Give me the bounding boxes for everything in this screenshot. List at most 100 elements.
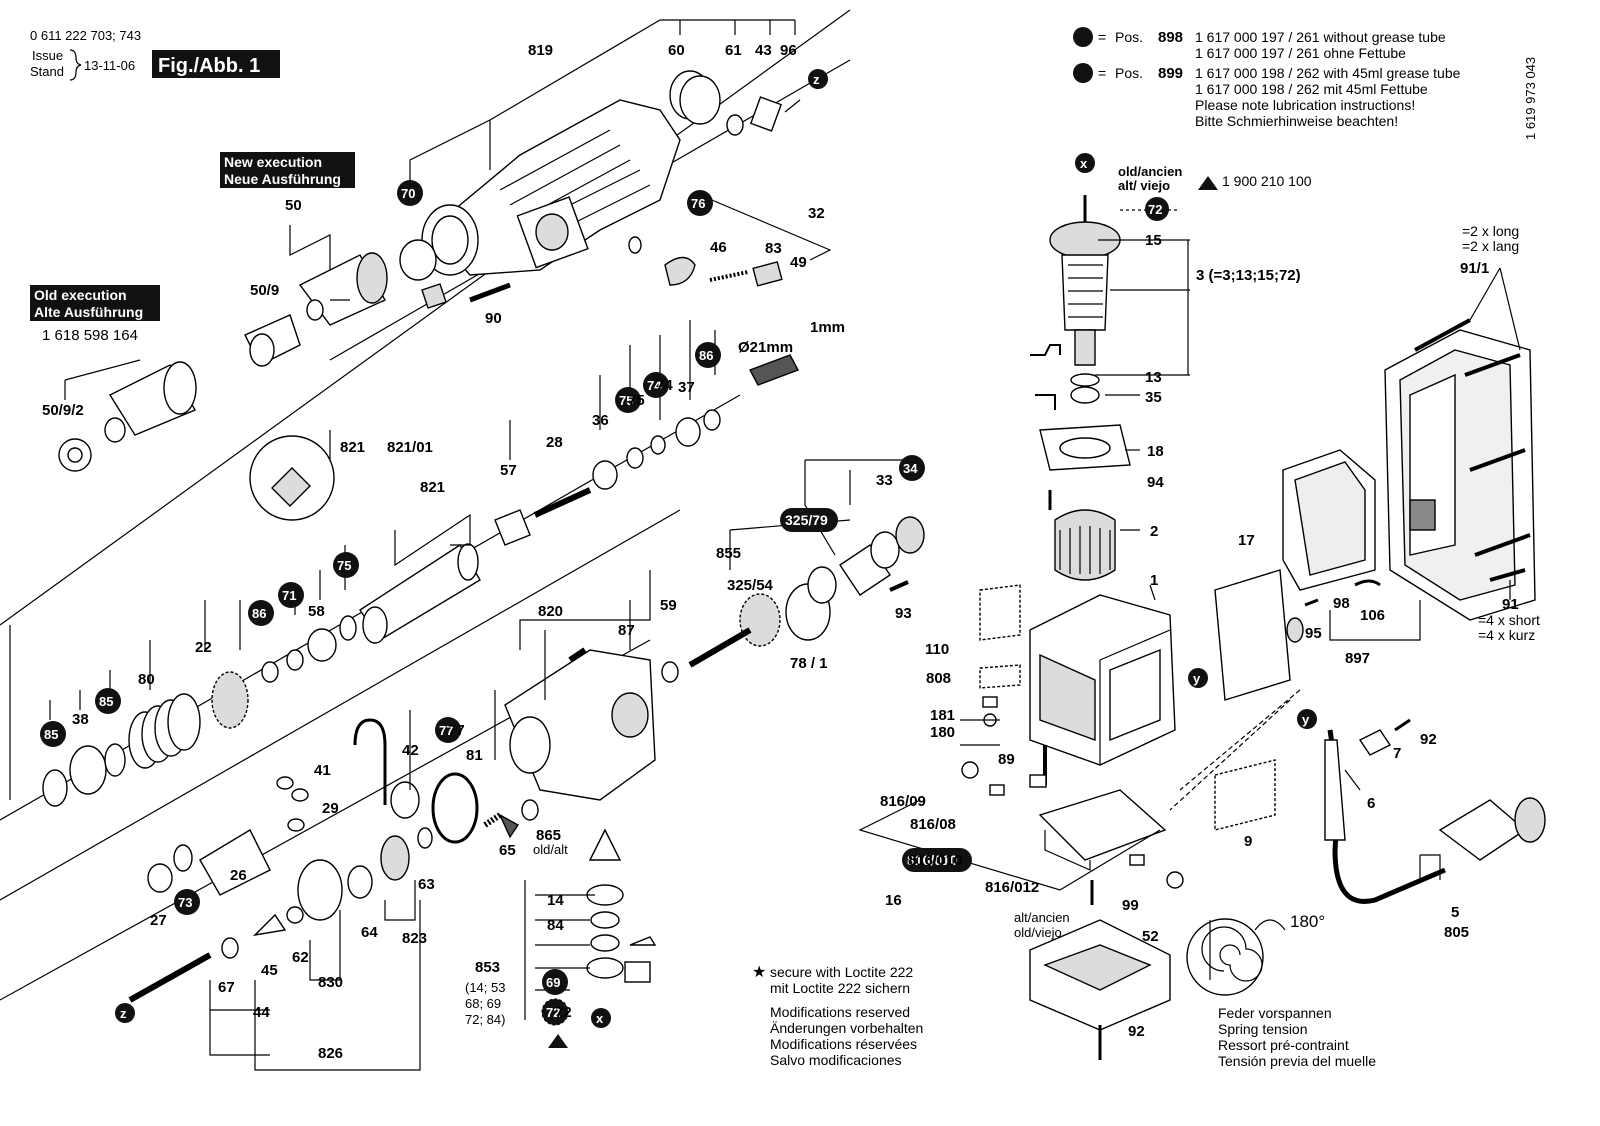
part-label: 93 xyxy=(895,605,912,622)
fig-label-box xyxy=(152,50,280,78)
part-label: 855 xyxy=(716,545,741,562)
loctite-note-en: secure with Loctite 222 xyxy=(770,964,913,980)
old-execution-de: Alte Ausführung xyxy=(34,304,143,320)
lubrication-note-en: Please note lubrication instructions! xyxy=(1195,97,1415,113)
part-label: 60 xyxy=(668,42,685,59)
part-label: 6 xyxy=(1367,795,1375,812)
svg-text:y: y xyxy=(1193,671,1201,686)
gear-housing-part xyxy=(421,99,681,276)
old-execution-box xyxy=(30,285,160,321)
part-label: 92 xyxy=(1128,1023,1145,1040)
screw-long-2: =2 x lang xyxy=(1462,238,1519,254)
part-label: Ø21mm xyxy=(738,339,793,356)
part-label: 75 xyxy=(628,392,645,409)
end-cap-part xyxy=(1029,919,1171,1060)
screw-short-1: =4 x short xyxy=(1478,612,1540,628)
part-label: 57 xyxy=(500,462,517,479)
part-label: 17 xyxy=(1238,532,1255,549)
part-label: 58 xyxy=(308,603,325,620)
part-labels: 81960614396705050/950/9/290764632834986Ø… xyxy=(42,42,1519,1062)
part-label: 52 xyxy=(1142,928,1159,945)
part-label: 99 xyxy=(1122,897,1139,914)
tool-holder-part xyxy=(244,252,388,367)
svg-text:72: 72 xyxy=(1148,202,1162,217)
part-label: 74 xyxy=(656,377,673,394)
spring-and-gear-parts xyxy=(42,615,357,807)
svg-text:34: 34 xyxy=(903,461,918,476)
svg-text:x: x xyxy=(1080,156,1088,171)
star-icon: ★ xyxy=(752,964,766,981)
svg-text:86: 86 xyxy=(252,606,266,621)
group-3-note: 3 (=3;13;15;72) xyxy=(1196,267,1301,284)
part-label: 830 xyxy=(318,974,343,991)
part-label: 816/09 xyxy=(880,793,926,810)
armature-part xyxy=(1030,195,1121,410)
part-label: 15 xyxy=(1145,232,1162,249)
old-alt-label: old/alt xyxy=(533,842,568,857)
part-label: 36 xyxy=(592,412,609,429)
mod-note-fr: Modifications réservées xyxy=(770,1036,917,1052)
alt-ancien-label: alt/ancien xyxy=(1014,910,1070,925)
part-label: 49 xyxy=(790,254,807,271)
svg-text:325/79: 325/79 xyxy=(785,512,828,528)
stand-label: Stand xyxy=(30,64,64,79)
part-label: 897 xyxy=(1345,650,1370,667)
svg-text:z: z xyxy=(120,1006,127,1021)
handle-cover-part xyxy=(1282,449,1381,591)
part-label: 5 xyxy=(1451,904,1459,921)
part-label: 50/9/2 xyxy=(42,402,84,419)
part-label: 823 xyxy=(402,930,427,947)
mod-note-de: Änderungen vorbehalten xyxy=(770,1020,923,1036)
part-label: 63 xyxy=(418,876,435,893)
pos-898-line2: 1 617 000 197 / 261 ohne Fettube xyxy=(1195,45,1406,61)
part-label: 64 xyxy=(361,924,378,941)
old-ancien-line2: alt/ viejo xyxy=(1118,178,1170,193)
detail-circle-821 xyxy=(249,435,335,521)
part-label: 46 xyxy=(710,239,727,256)
screw-short-2: =4 x kurz xyxy=(1478,627,1535,643)
header-block: 0 611 222 703; 743 Issue Stand 13-11-06 … xyxy=(30,28,1538,140)
lubrication-note-de: Bitte Schmierhinweise beachten! xyxy=(1195,113,1398,129)
lower-shaft-parts xyxy=(128,718,539,1003)
svg-text:85: 85 xyxy=(44,727,58,742)
part-label: 106 xyxy=(1360,607,1385,624)
part-label: 180 xyxy=(930,724,955,741)
part-label: 84 xyxy=(547,917,564,934)
brush-holder-part xyxy=(961,761,1184,905)
svg-text:=: = xyxy=(1098,65,1106,81)
part-label: 13 xyxy=(1145,369,1162,386)
part-label: 1mm xyxy=(810,319,845,336)
filled-dot-icon xyxy=(1073,27,1093,47)
part-label: 14 xyxy=(547,892,564,909)
part-label: 816/012 xyxy=(985,879,1039,896)
part-label: 853 xyxy=(475,959,500,976)
part-label: 9 xyxy=(1244,833,1252,850)
svg-text:x: x xyxy=(596,1011,604,1026)
part-label: 26 xyxy=(230,867,247,884)
issue-label: Issue xyxy=(32,48,63,63)
part-label: 865 xyxy=(536,827,561,844)
svg-text:77: 77 xyxy=(439,723,453,738)
old-ancien-number: 1 900 210 100 xyxy=(1222,173,1312,189)
svg-text:69: 69 xyxy=(546,975,560,990)
old-execution-number: 1 618 598 164 xyxy=(42,327,138,344)
part-label: 91 xyxy=(1502,596,1519,613)
pos-899: 899 xyxy=(1158,65,1183,82)
spring-note-es: Tensión previa del muelle xyxy=(1218,1053,1376,1069)
part-label: 28 xyxy=(546,434,563,451)
pos-899-line1: 1 617 000 198 / 262 with 45ml grease tub… xyxy=(1195,65,1461,81)
brace-icon xyxy=(69,49,82,81)
part-label: 33 xyxy=(876,472,893,489)
part-label: 18 xyxy=(1147,443,1164,460)
triangle-icon xyxy=(1198,176,1218,190)
spring-note-fr: Ressort pré-contraint xyxy=(1218,1037,1349,1053)
part-label: 32 xyxy=(808,205,825,222)
svg-text:75: 75 xyxy=(337,558,351,573)
loctite-note-de: mit Loctite 222 sichern xyxy=(770,980,910,996)
part-label: 67 xyxy=(218,979,235,996)
old-ancien-line1: old/ancien xyxy=(1118,164,1182,179)
part-label: 805 xyxy=(1444,924,1469,941)
part-label: 87 xyxy=(618,622,635,639)
assembly-frames xyxy=(0,9,851,1001)
svg-text:76: 76 xyxy=(691,196,705,211)
